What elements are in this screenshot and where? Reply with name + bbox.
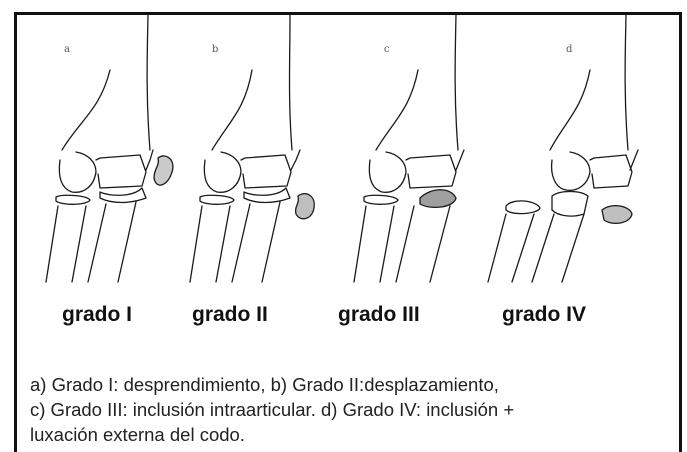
panel-letter-a: a [64,44,70,55]
grade-label-3: grado III [338,303,420,327]
figure-caption: a) Grado I: desprendimiento, b) Grado II… [30,372,678,447]
grade-label-2: grado II [192,303,268,327]
grade-label-1: grado I [62,303,132,327]
elbow-drawing-grade-4 [488,15,638,282]
elbow-drawing-grade-2 [190,15,314,282]
panel-letter-d: d [566,44,572,55]
elbow-drawing-grade-3 [354,15,464,282]
panel-letter-b: b [212,44,218,55]
panel-letter-c: c [384,44,390,55]
caption-line-2: c) Grado III: inclusión intraarticular. … [30,397,678,422]
caption-line-3: luxación externa del codo. [30,422,678,447]
elbow-drawing-grade-1 [46,15,173,282]
caption-line-1: a) Grado I: desprendimiento, b) Grado II… [30,372,678,397]
grade-label-4: grado IV [502,303,586,327]
